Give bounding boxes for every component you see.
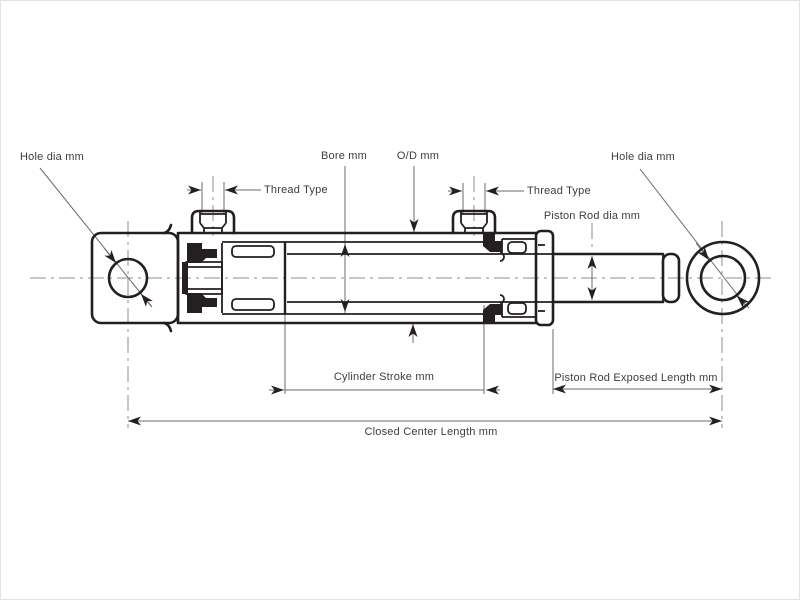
port-plug-right (460, 211, 488, 233)
gland-groove-top (507, 241, 527, 254)
mount-hole-left (107, 257, 149, 299)
port-plug-left (199, 211, 227, 233)
mount-tang-plate (90, 231, 180, 325)
label-piston-rod-dia: Piston Rod dia mm (543, 210, 641, 222)
gland-seal-bottom (483, 304, 502, 322)
label-hole-dia-right: Hole dia mm (611, 151, 675, 163)
tang-junction-bump-bottom (162, 321, 173, 333)
hole-left-arrow-b (140, 293, 153, 308)
port-boss-left (190, 209, 236, 235)
piston-seal-top (187, 243, 217, 263)
label-piston-rod-exposed-length: Piston Rod Exposed Length mm (554, 372, 718, 384)
gland-wiper-bottom (499, 294, 505, 304)
port-boss-right (451, 209, 497, 235)
rod-eye-outer (685, 240, 761, 316)
seals (182, 234, 502, 322)
label-bore: Bore mm (320, 150, 368, 162)
tang-junction-bump-top (162, 223, 173, 235)
label-thread-type-right: Thread Type (527, 185, 591, 197)
barrel-outer (176, 231, 538, 325)
hole-left-arrow-a (103, 247, 117, 264)
hole-right-arrow-a (695, 242, 710, 261)
label-hole-dia-left: Hole dia mm (20, 151, 84, 163)
label-od: O/D mm (396, 150, 440, 162)
label-cylinder-stroke: Cylinder Stroke mm (333, 371, 435, 383)
head-seal-bar (182, 262, 188, 294)
label-thread-type-left: Thread Type (264, 184, 328, 196)
internal-section (185, 211, 664, 318)
label-closed-center-length: Closed Center Length mm (364, 426, 498, 438)
piston-seal-bottom (187, 293, 217, 313)
end-cap (534, 229, 555, 327)
gland-wiper-top (499, 252, 505, 262)
piston-groove-bottom (231, 298, 275, 311)
hole-left-leader (39, 167, 152, 307)
mount-hole-right (699, 254, 747, 302)
gland-seal-top (483, 234, 502, 252)
gland-groove-bottom (507, 302, 527, 315)
hole-right-leader (639, 168, 747, 307)
piston-groove-top (231, 245, 275, 258)
